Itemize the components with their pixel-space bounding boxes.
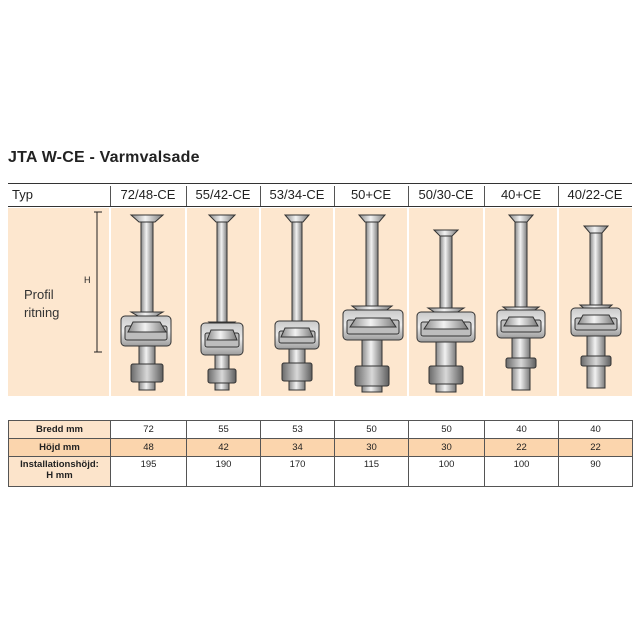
header-col-40: 40+CE (500, 187, 542, 202)
table-cell: 53 (260, 420, 335, 439)
dimensions-table: Bredd mm 72 55 53 50 50 40 40 Höjd mm 48… (8, 420, 633, 487)
profile-drawing-40 (496, 214, 546, 391)
row-label-line1: Installationshöjd: (20, 459, 99, 470)
header-separator (408, 186, 409, 206)
page-title: JTA W-CE - Varmvalsade (8, 149, 200, 166)
row-label-line2: H mm (46, 470, 73, 481)
header-col-53-34: 53/34-CE (269, 187, 325, 202)
table-cell: 55 (186, 420, 261, 439)
table-cell: 170 (260, 456, 335, 487)
header-top-rule (8, 183, 632, 184)
header-separator (558, 186, 559, 206)
header-separator (260, 186, 261, 206)
table-cell: 195 (110, 456, 187, 487)
table-cell: 22 (558, 438, 633, 457)
table-cell: 190 (186, 456, 261, 487)
header-separator (110, 186, 111, 206)
header-col-50: 50+CE (350, 187, 392, 202)
table-row-hojd: Höjd mm 48 42 34 30 30 22 22 (8, 438, 633, 457)
profile-drawing-55-42 (200, 214, 244, 391)
header-col-40-22: 40/22-CE (567, 187, 623, 202)
row-label-hojd: Höjd mm (8, 438, 111, 457)
table-cell: 50 (334, 420, 409, 439)
table-cell: 22 (484, 438, 559, 457)
table-cell: 40 (484, 420, 559, 439)
table-cell: 115 (334, 456, 409, 487)
header-col-72-48: 72/48-CE (120, 187, 176, 202)
profile-label-line1: Profil (24, 287, 54, 302)
profile-drawing-40-22 (570, 225, 622, 389)
table-cell: 90 (558, 456, 633, 487)
table-cell: 100 (408, 456, 485, 487)
profile-drawing-53-34 (274, 214, 320, 391)
table-cell: 42 (186, 438, 261, 457)
header-col-55-42: 55/42-CE (195, 187, 251, 202)
table-cell: 34 (260, 438, 335, 457)
table-cell: 40 (558, 420, 633, 439)
header-type-label: Typ (12, 187, 33, 202)
profile-drawing-50 (342, 214, 404, 393)
profile-drawing-50-30 (416, 229, 476, 393)
dimension-h-label: H (84, 275, 91, 285)
table-cell: 48 (110, 438, 187, 457)
profile-label-line2: ritning (24, 305, 60, 320)
profile-drawing-72-48 (120, 214, 172, 391)
dimension-line-h (94, 211, 102, 353)
profile-label-panel (8, 208, 109, 396)
row-label-bredd: Bredd mm (8, 420, 111, 439)
table-row-installationshojd: Installationshöjd: H mm 195 190 170 115 … (8, 456, 633, 487)
table-cell: 30 (334, 438, 409, 457)
table-cell: 50 (408, 420, 485, 439)
profile-drawing-label: Profil ritning (24, 286, 59, 322)
table-cell: 72 (110, 420, 187, 439)
header-bottom-rule (8, 206, 632, 207)
table-row-bredd: Bredd mm 72 55 53 50 50 40 40 (8, 420, 633, 439)
header-col-50-30: 50/30-CE (418, 187, 474, 202)
row-label-installationshojd: Installationshöjd: H mm (8, 456, 111, 487)
table-cell: 100 (484, 456, 559, 487)
header-separator (484, 186, 485, 206)
header-separator (186, 186, 187, 206)
header-separator (334, 186, 335, 206)
table-cell: 30 (408, 438, 485, 457)
